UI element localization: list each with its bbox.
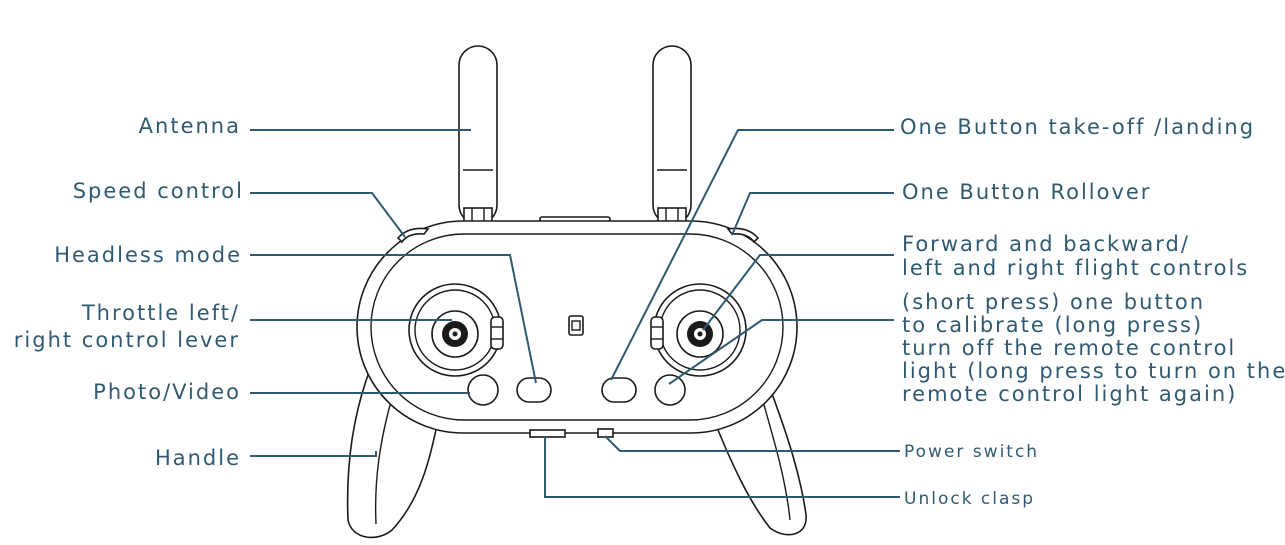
label-headless-mode: Headless mode: [54, 243, 242, 267]
unlock-clasp-part: [529, 429, 566, 438]
takeoff-landing-leader: [610, 129, 894, 381]
label-takeoff-landing: One Button take-off /landing: [900, 115, 1255, 139]
right-antenna: [652, 45, 692, 225]
remote-controller-illustration: [346, 45, 807, 539]
label-handle: Handle: [155, 446, 241, 470]
label-throttle-line-1: Throttle left/: [81, 301, 240, 325]
label-flight-controls-line-1: Forward and backward/: [902, 232, 1190, 256]
label-throttle-line-2: right control lever: [14, 328, 240, 352]
unlock-clasp-leader: [544, 437, 900, 498]
handle-leader: [250, 451, 377, 457]
headless-mode-leader: [250, 254, 537, 384]
label-rollover: One Button Rollover: [902, 180, 1151, 204]
label-flight-controls-line-2: left and right flight controls: [902, 256, 1249, 280]
takeoff-landing-button: [601, 377, 637, 403]
calibrate-light-button: [654, 374, 686, 406]
label-calibrate-line-3: turn off the remote control: [902, 336, 1236, 360]
rollover-shoulder: [726, 227, 760, 244]
center-indicator-icon: [568, 315, 584, 336]
label-power-switch: Power switch: [904, 442, 1039, 462]
photo-video-button: [467, 374, 499, 406]
label-calibrate-line-5: remote control light again): [902, 382, 1237, 406]
speed-control-leader: [250, 192, 406, 238]
label-photo-video: Photo/Video: [93, 380, 241, 404]
label-calibrate-line-2: to calibrate (long press): [902, 313, 1203, 337]
headless-mode-button: [516, 377, 552, 403]
speed-control-shoulder: [396, 227, 430, 244]
left-antenna: [458, 45, 498, 225]
power-switch-leader: [604, 435, 900, 452]
leader-lines: [250, 129, 900, 498]
label-speed-control: Speed control: [73, 179, 244, 203]
flight-controls-leader: [702, 254, 894, 331]
calibrate-leader: [668, 319, 894, 385]
label-antenna: Antenna: [139, 114, 241, 138]
label-unlock-clasp: Unlock clasp: [904, 489, 1035, 509]
right-joystick: [650, 283, 747, 377]
label-calibrate-line-1: (short press) one button: [902, 290, 1205, 314]
left-joystick: [408, 283, 504, 377]
rollover-leader: [731, 192, 894, 236]
label-calibrate-line-4: light (long press to turn on the: [902, 359, 1285, 383]
